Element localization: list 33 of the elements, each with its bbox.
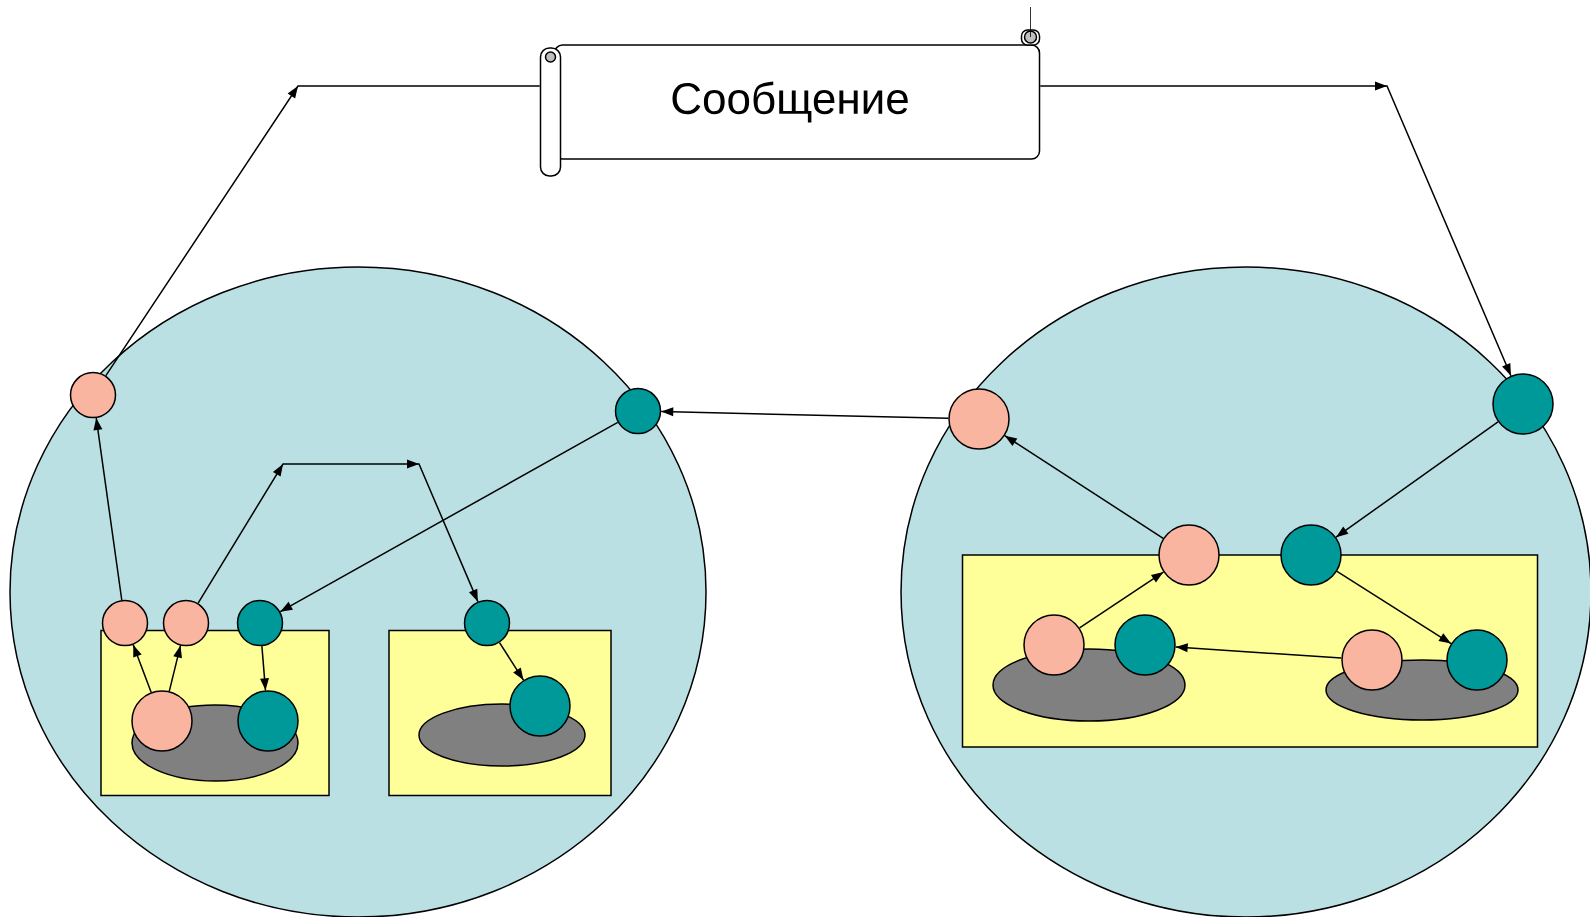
arrow [1078, 571, 1165, 629]
arrow [93, 417, 123, 601]
circle-marker [236, 599, 284, 647]
arrow [660, 407, 949, 420]
circle-marker [1023, 614, 1085, 676]
circle-marker [1114, 614, 1176, 676]
circle-marker [463, 599, 511, 647]
circle-marker [69, 371, 117, 419]
circle-marker [101, 599, 149, 647]
arrow [105, 85, 541, 377]
arrow [1336, 570, 1452, 645]
arrow [1004, 435, 1164, 540]
circle-marker [1341, 629, 1403, 691]
circle-marker [1280, 524, 1342, 586]
arrow [260, 645, 269, 692]
circle-marker [614, 387, 662, 435]
arrow [1039, 81, 1512, 377]
arrow [1174, 643, 1343, 659]
arrow [1335, 421, 1499, 538]
arrow [197, 459, 479, 604]
circle-marker [948, 388, 1010, 450]
circle-marker [237, 690, 299, 752]
circle-marker [509, 675, 571, 737]
arrow [168, 644, 182, 692]
arrow [498, 641, 525, 681]
scroll-banner: Сообщение [539, 6, 1041, 177]
circle-marker [131, 690, 193, 752]
circle-marker [1492, 373, 1554, 435]
circle-marker [1158, 524, 1220, 586]
circle-marker [162, 599, 210, 647]
arrow [132, 644, 152, 693]
arrow [279, 421, 619, 613]
circle-marker [1446, 629, 1508, 691]
